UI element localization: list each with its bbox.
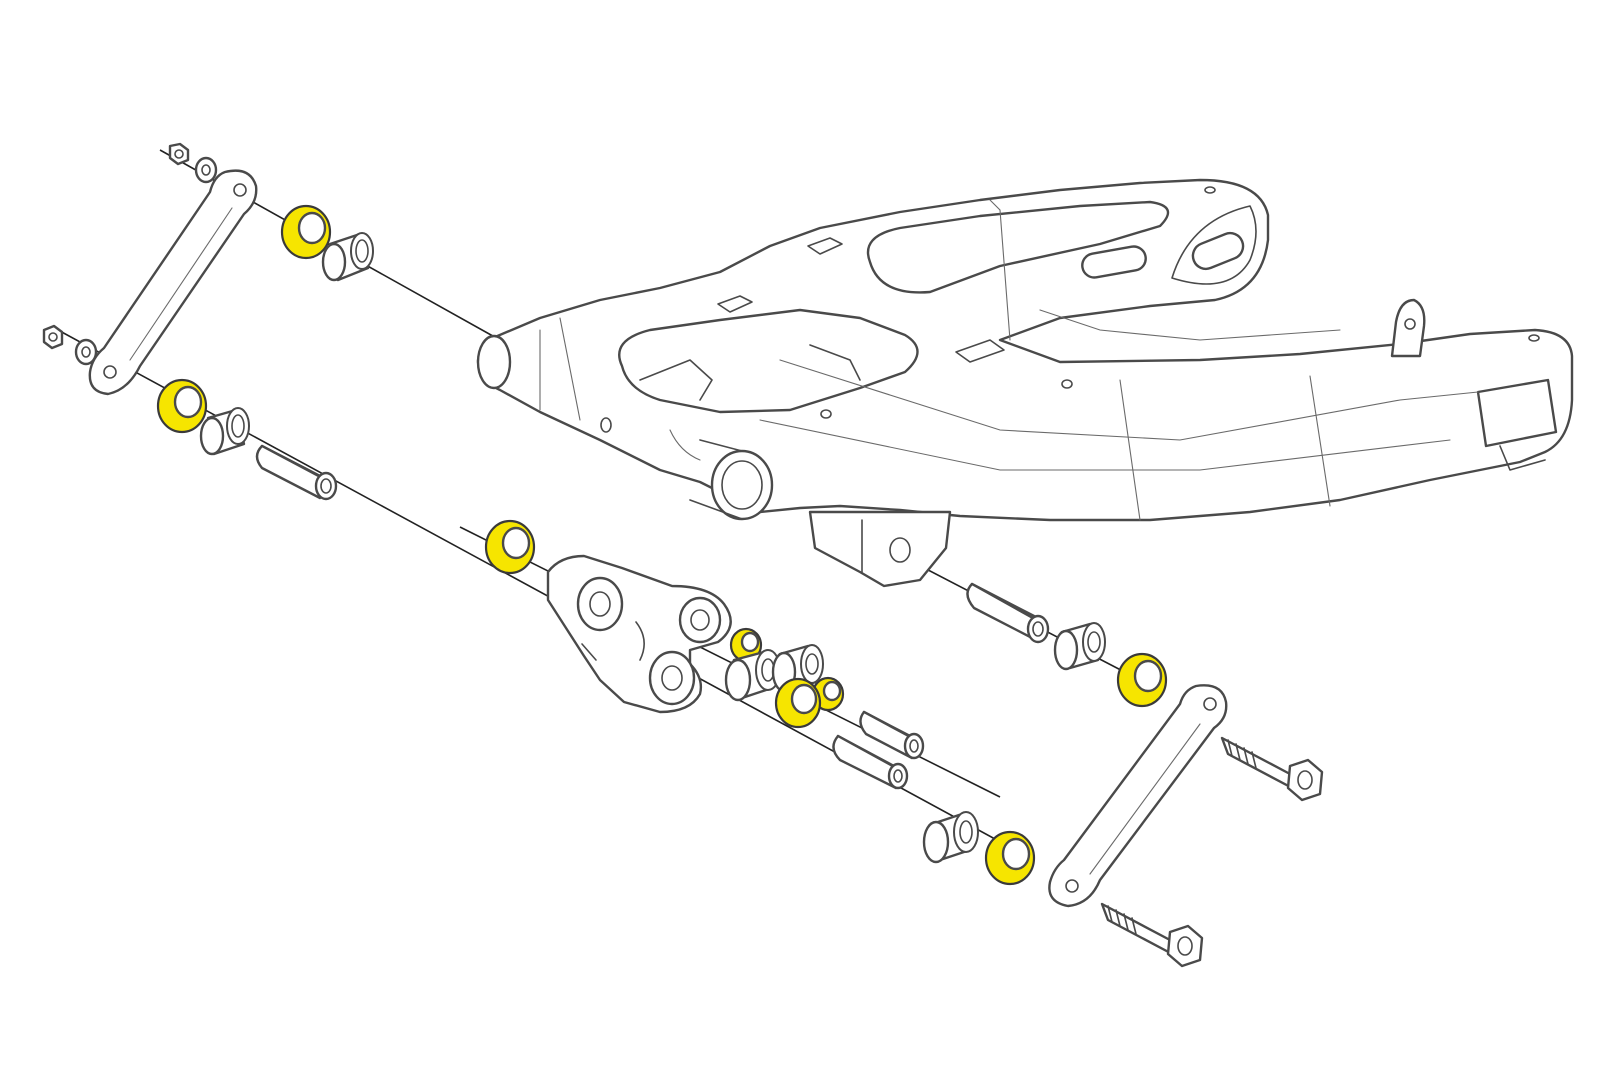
left-tie-rod-link-icon [88, 169, 258, 396]
rocker-seal-upper-icon [484, 519, 536, 575]
lower-left-needle-bearing-icon [199, 407, 250, 456]
lower-right-dust-seal-icon [984, 830, 1036, 886]
shock-mount-lug [808, 510, 952, 588]
upper-nut-icon [168, 142, 190, 166]
lower-washer-icon [74, 338, 98, 366]
pivot-dust-seal-icon [1116, 652, 1168, 708]
rocker-arm-icon [546, 554, 732, 714]
rocker-dust-seal-middle-icon [774, 677, 822, 729]
upper-left-needle-bearing-icon [321, 232, 374, 282]
lower-nut-icon [42, 324, 64, 350]
lower-right-needle-bearing-icon [922, 811, 979, 864]
pivot-collar-sleeve-icon [966, 582, 1050, 644]
swingarm-icon [476, 178, 1574, 588]
rocker-needle-bearing-2-icon [771, 644, 824, 693]
rocker-small-seal-1-icon [729, 627, 763, 663]
rocker-needle-bearing-1-icon [724, 649, 781, 702]
upper-washer-icon [194, 156, 218, 184]
upper-flange-bolt-icon [1220, 736, 1324, 802]
upper-left-dust-seal-icon [280, 204, 332, 260]
rocker-collar-sleeve-1-icon [859, 710, 925, 760]
rocker-collar-sleeve-2-icon [832, 734, 909, 790]
pivot-tube-end [476, 334, 512, 390]
rear-slot-upper [1081, 245, 1147, 279]
lower-left-dust-seal-icon [156, 378, 208, 434]
right-tie-rod-link-icon [1048, 684, 1228, 908]
pivot-needle-bearing-icon [1053, 622, 1106, 671]
rear-slot-right [1191, 231, 1245, 271]
lower-flange-bolt-icon [1100, 902, 1204, 968]
lower-left-collar-sleeve-icon [255, 444, 338, 501]
